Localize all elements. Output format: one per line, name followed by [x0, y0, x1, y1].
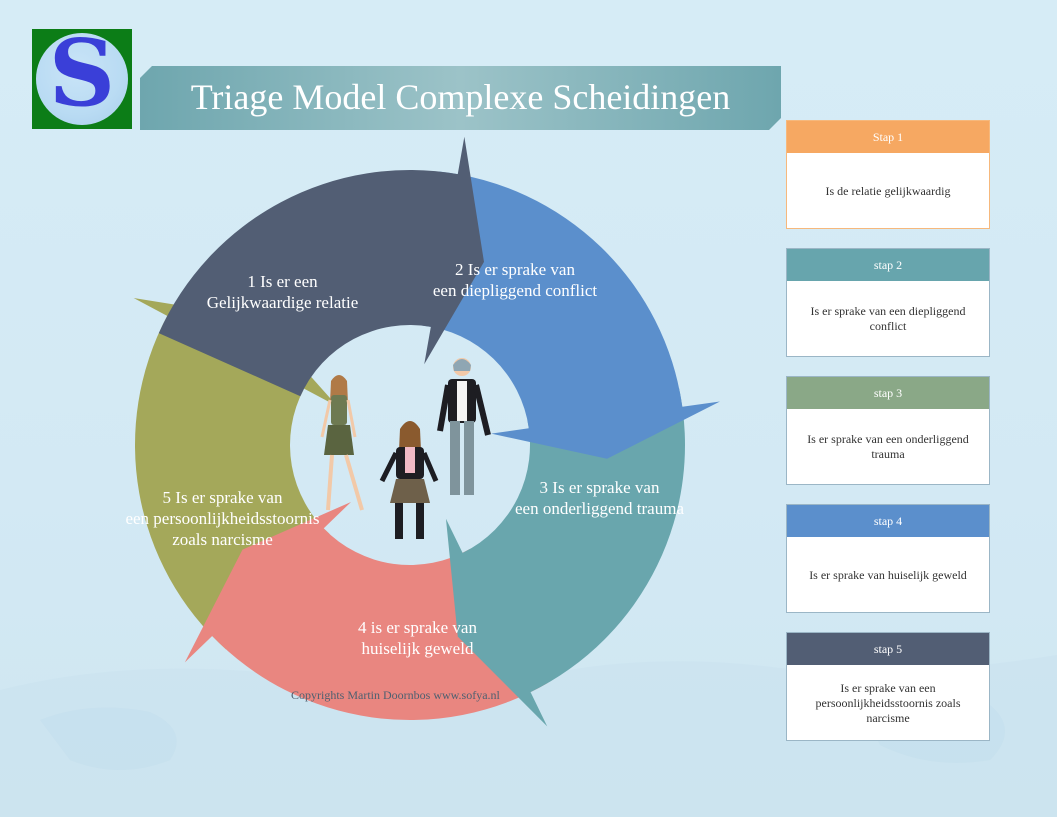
- page-title: Triage Model Complexe Scheidingen: [190, 77, 731, 117]
- step-card-5: stap 5 Is er sprake van een persoonlijkh…: [786, 632, 990, 741]
- step-card-body: Is er sprake van een persoonlijkheidssto…: [815, 680, 961, 725]
- person-girl-icon: [379, 421, 439, 539]
- person-woman-icon: [320, 375, 364, 511]
- person-man-icon: [437, 358, 491, 495]
- step-card-4: stap 4 Is er sprake van huiselijk geweld: [786, 504, 990, 613]
- step-card-1: Stap 1 Is de relatie gelijkwaardig: [786, 120, 990, 229]
- step-card-3: stap 3 Is er sprake van een onderliggend…: [786, 376, 990, 485]
- step-card-body: Is de relatie gelijkwaardig: [825, 183, 951, 198]
- people-group-illustration: [320, 358, 491, 539]
- step-card-body: Is er sprake van huiselijk geweld: [809, 567, 967, 582]
- step-card-header: stap 2: [787, 249, 989, 281]
- logo-circle: [36, 33, 128, 125]
- copyright-text: Copyrights Martin Doornbos www.sofya.nl: [291, 688, 500, 702]
- step-card-header: Stap 1: [787, 121, 989, 153]
- cycle-arrow-segment-2: [422, 171, 720, 459]
- step-card-2: stap 2 Is er sprake van een diepliggend …: [786, 248, 990, 357]
- title-banner: Triage Model Complexe Scheidingen: [140, 66, 781, 130]
- step-card-header: stap 5: [787, 633, 989, 665]
- cycle-arrow-segment-1: [158, 136, 484, 397]
- step-card-header: stap 4: [787, 505, 989, 537]
- cycle-arrow-segment-3: [445, 387, 685, 727]
- logo-letter: S: [48, 19, 116, 127]
- step-card-body: Is er sprake van een diepliggend conflic…: [810, 304, 966, 333]
- step-card-header: stap 3: [787, 377, 989, 409]
- step-card-body: Is er sprake van een onderliggend trauma: [807, 432, 969, 461]
- logo: S: [32, 23, 132, 129]
- cycle-diagram: [133, 136, 720, 727]
